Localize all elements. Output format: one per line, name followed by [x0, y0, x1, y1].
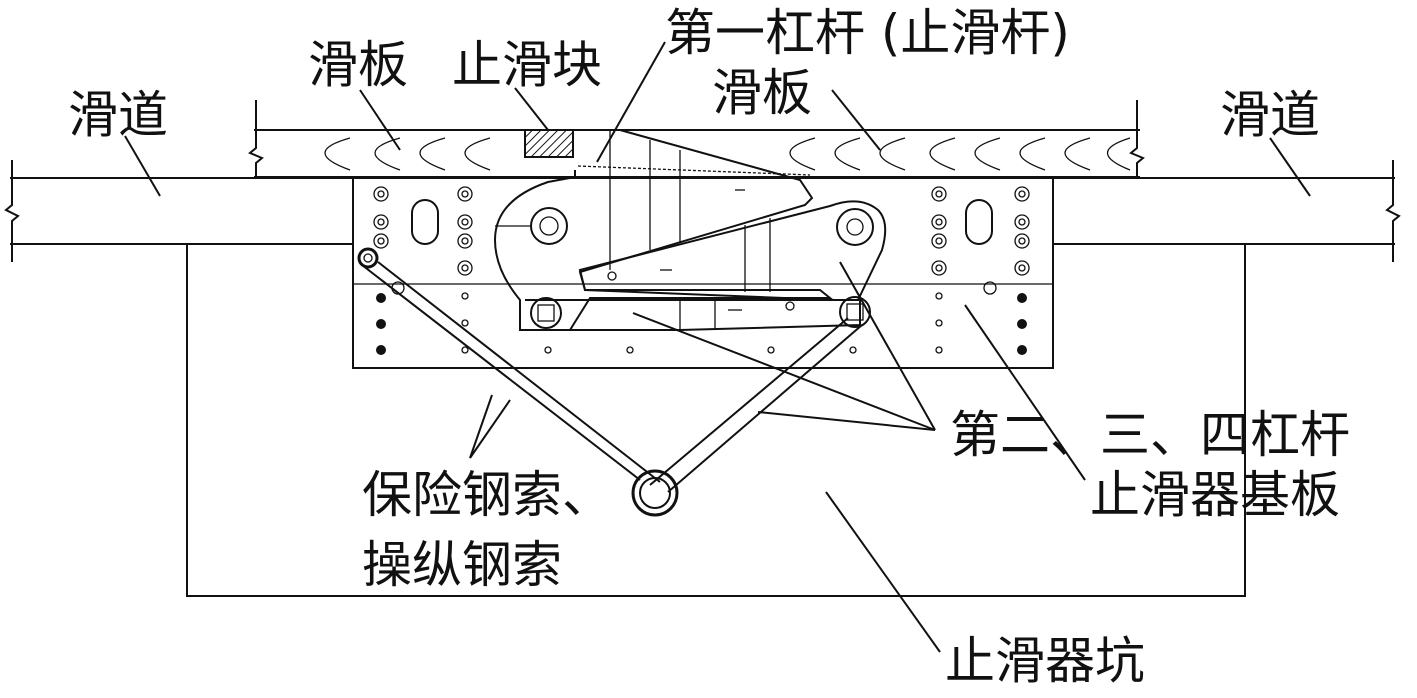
label-slideway-left: 滑道	[68, 86, 168, 144]
first-lever	[493, 129, 833, 331]
leader-lines	[124, 41, 1311, 653]
label-stopper-pit: 止滑器坑	[945, 632, 1145, 690]
stopper-base-plate	[352, 177, 1054, 369]
cables	[357, 247, 863, 517]
label-stop-block: 止滑块	[452, 36, 602, 94]
stopper-pit-outline	[186, 244, 1246, 597]
levers-234	[525, 200, 887, 331]
label-levers-234: 第二、三、四杠杆	[950, 406, 1350, 464]
label-cables-line2: 操纵钢索	[362, 536, 562, 594]
label-first-lever: 第一杠杆 (止滑杆)	[665, 4, 1070, 62]
slideway-left	[4, 160, 353, 262]
label-slide-plate-left: 滑板	[308, 36, 408, 94]
slide-plate	[248, 100, 1145, 178]
label-slideway-right: 滑道	[1220, 86, 1320, 144]
stop-block	[524, 129, 574, 158]
label-stopper-base-plate: 止滑器基板	[1090, 466, 1340, 524]
slideway-right	[1053, 160, 1401, 262]
label-cables-line1: 保险钢索、	[362, 466, 612, 524]
label-slide-plate-right: 滑板	[712, 64, 812, 122]
